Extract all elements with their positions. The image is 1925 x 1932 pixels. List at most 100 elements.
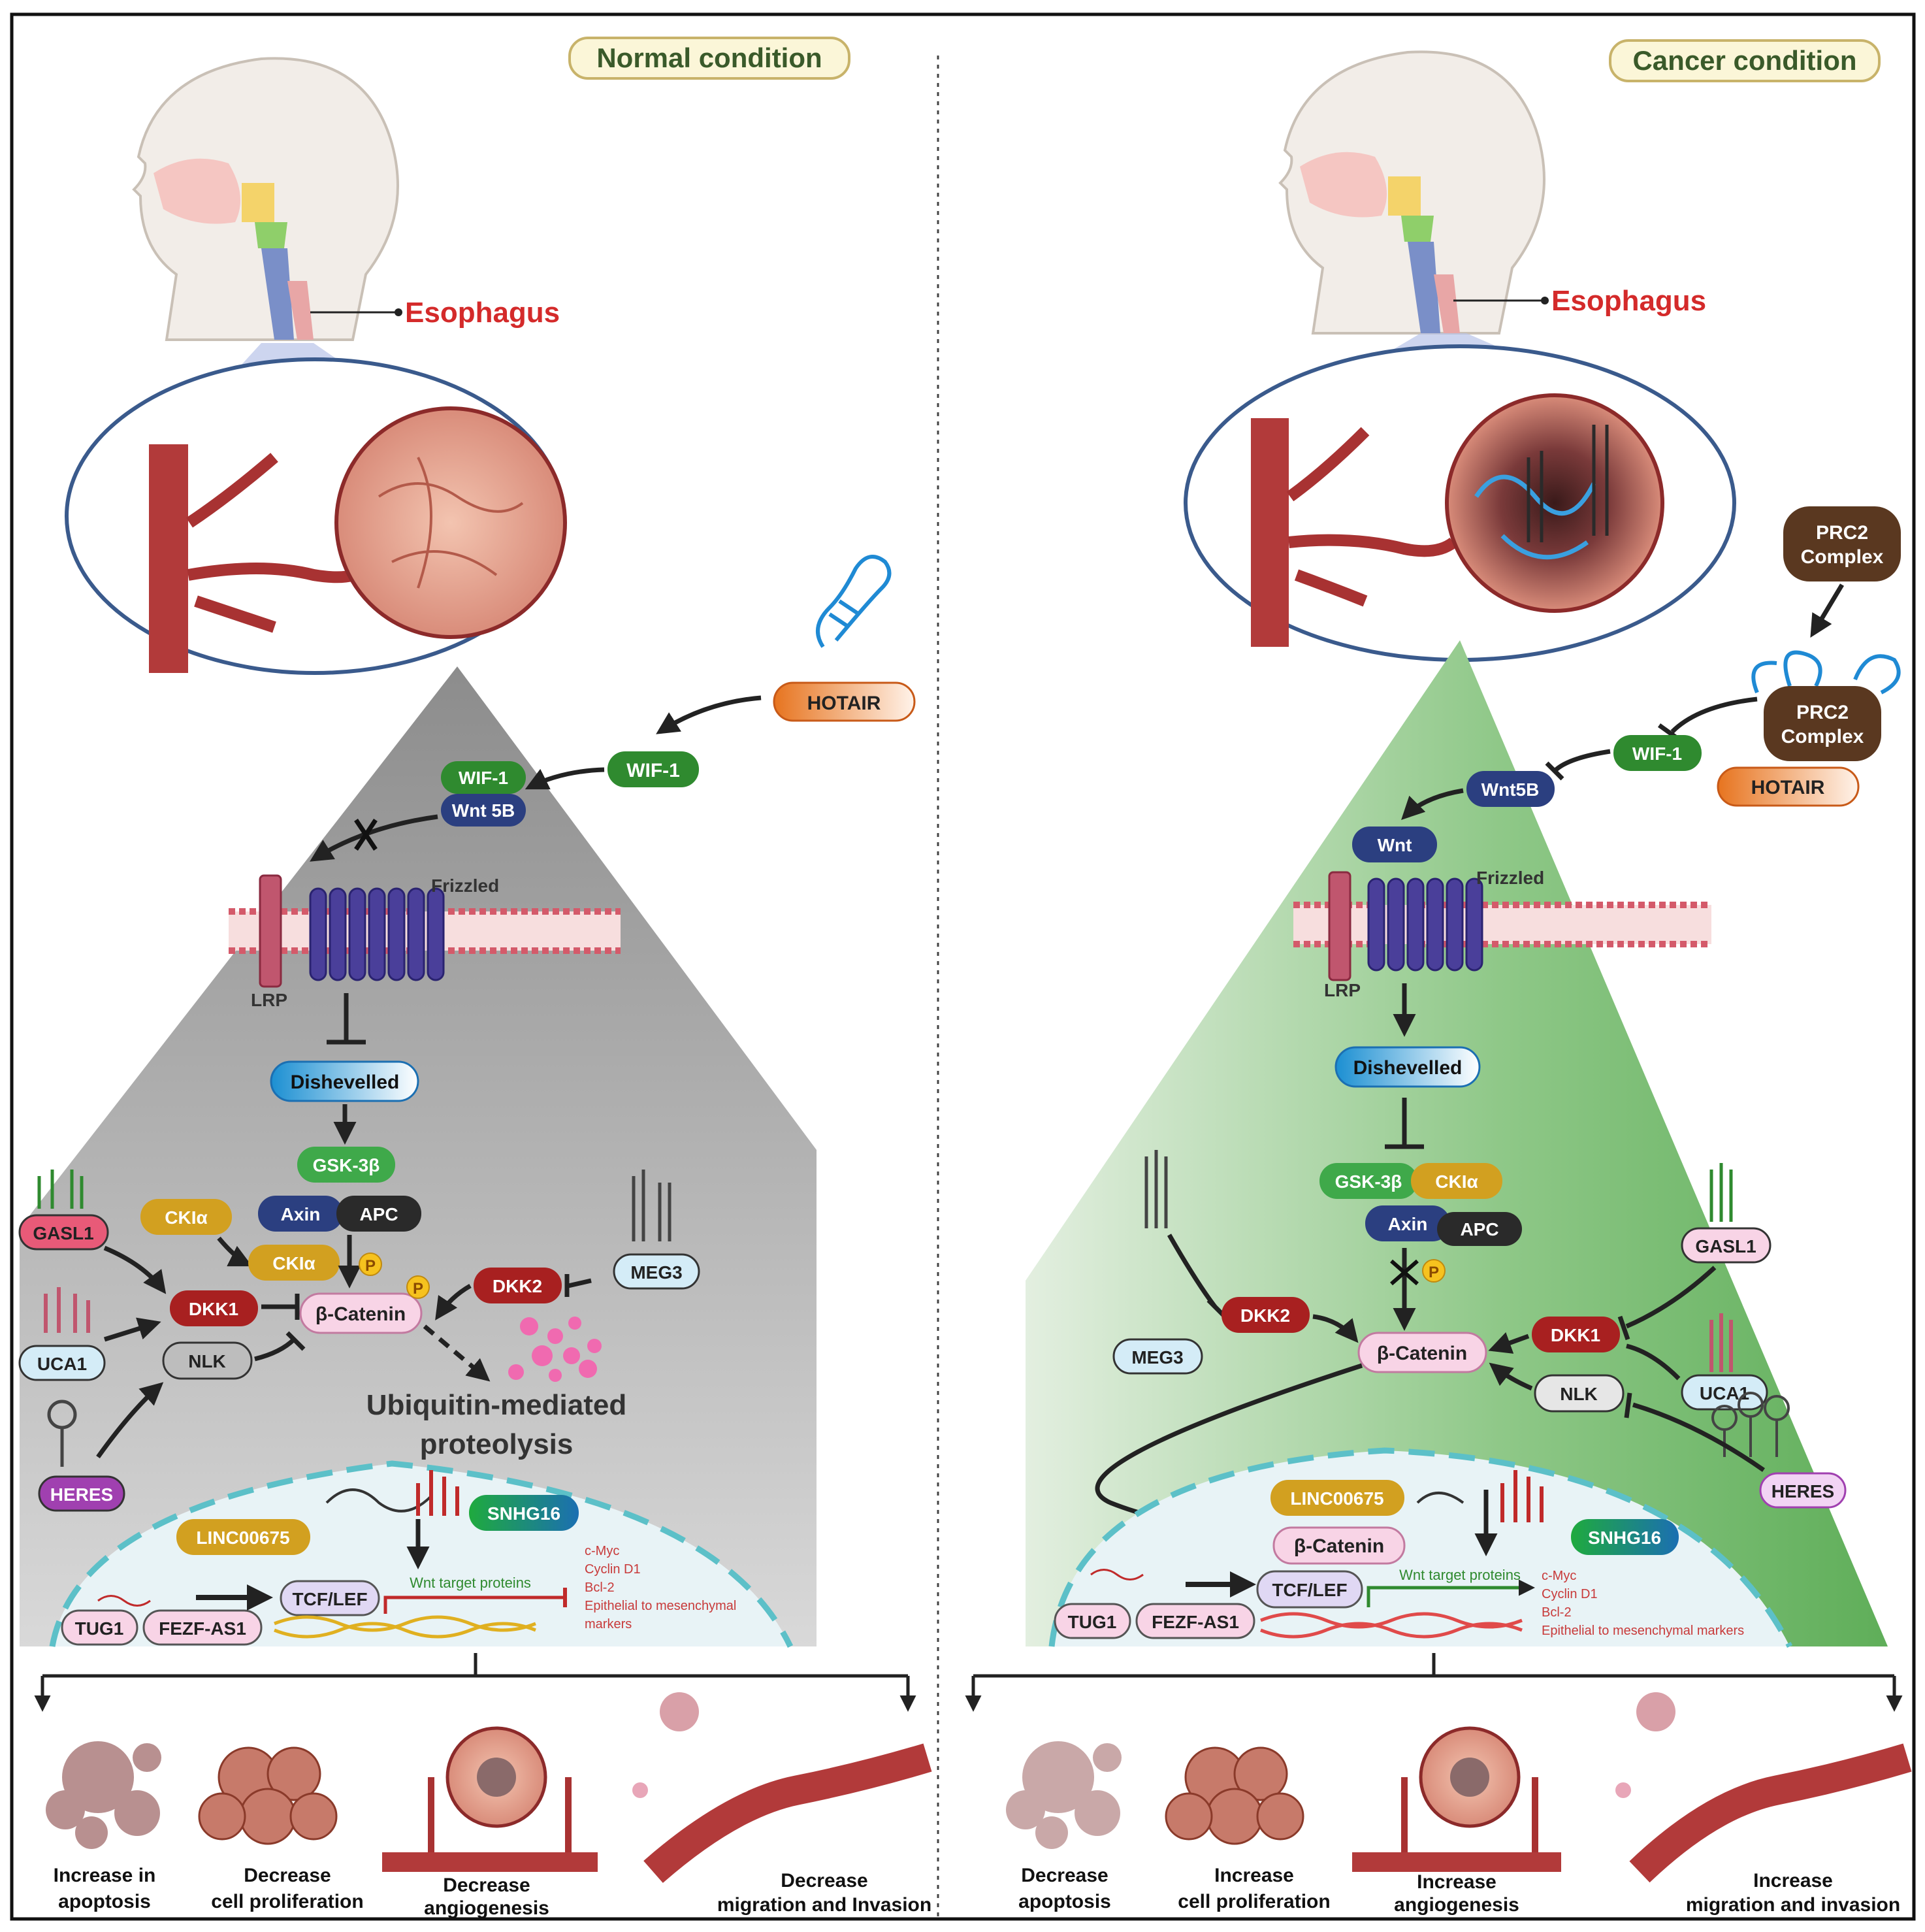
normal-transcription-line xyxy=(383,1596,565,1614)
normal-angiogenesis-icon xyxy=(382,1726,598,1872)
normal-heres-pill xyxy=(38,1475,125,1512)
cancer-outcome-4-line1: Increase xyxy=(1753,1870,1833,1891)
normal-dkk2-arrow xyxy=(435,1283,472,1320)
normal-snhg16-label: SNHG16 xyxy=(487,1503,560,1524)
cancer-gasl1-inhibit xyxy=(1625,1266,1717,1329)
cancer-meg3-label: MEG3 xyxy=(1131,1347,1183,1367)
cancer-outcome-4-line2: migration and invasion xyxy=(1686,1894,1900,1916)
cancer-dkk1-arrow xyxy=(1488,1332,1530,1354)
cancer-panel: Cancer condition Esophagus PRC2 Complex … xyxy=(965,39,1912,1916)
cancer-apc-pill xyxy=(1437,1212,1522,1246)
cancer-dna-helix xyxy=(1260,1612,1523,1639)
normal-tug1-label: TUG1 xyxy=(75,1618,124,1639)
cancer-prc2-bound-line1: PRC2 xyxy=(1796,702,1849,723)
normal-outcome-3-line2: angiogenesis xyxy=(424,1897,549,1919)
normal-proteolysis-label-1: Ubiquitin-mediated xyxy=(366,1389,626,1421)
normal-degradation-arrow xyxy=(423,1324,491,1382)
cancer-gasl1-rna-icon xyxy=(1709,1163,1733,1222)
cancer-hotair-rna-icon xyxy=(1751,650,1901,695)
normal-tissue-texture xyxy=(378,457,524,589)
cancer-wif1-label: WIF-1 xyxy=(1632,744,1682,764)
normal-wnt5b-pill xyxy=(441,794,526,827)
normal-degraded-fragments xyxy=(508,1317,602,1382)
normal-ck1a-pill xyxy=(248,1245,340,1281)
cancer-angiogenesis-icon xyxy=(1352,1726,1561,1872)
normal-snhg16-pill xyxy=(469,1495,579,1531)
normal-hotair-arrow xyxy=(656,695,762,734)
cancer-migration-icon xyxy=(1615,1692,1912,1883)
cancer-beta-catenin-label: β-Catenin xyxy=(1377,1343,1467,1364)
normal-target-markers: markers xyxy=(585,1617,632,1631)
normal-panel: Normal condition Esophagus HOTAIR WIF-1 xyxy=(18,37,932,1919)
cancer-gasl1-inhibit-bar xyxy=(1617,1315,1630,1341)
cancer-apoptosis-icon xyxy=(1006,1741,1122,1849)
cancer-dishevelled-label: Dishevelled xyxy=(1353,1057,1463,1079)
normal-linc00675-label: LINC00675 xyxy=(196,1528,289,1548)
normal-lrp-receptor xyxy=(259,874,282,988)
cancer-heres-inhibit-bar xyxy=(1624,1392,1632,1418)
normal-proliferation-icon xyxy=(198,1746,338,1845)
cancer-title: Cancer condition xyxy=(1632,45,1856,76)
normal-meg3-pill xyxy=(613,1253,700,1290)
normal-meg3-label: MEG3 xyxy=(630,1262,682,1283)
normal-apoptosis-icon xyxy=(46,1741,161,1849)
normal-gasl1-label: GASL1 xyxy=(33,1223,93,1243)
cancer-title-box xyxy=(1609,39,1881,82)
normal-wif1-bound-label: WIF-1 xyxy=(459,768,508,788)
normal-gasl1-pill xyxy=(18,1214,109,1251)
cancer-tumor-rna-hairpins xyxy=(1527,425,1609,542)
normal-nlk-inhibit xyxy=(254,1337,296,1362)
cancer-prc2-bound-line2: Complex xyxy=(1781,726,1864,747)
cancer-target-proteins-label: Wnt target proteins xyxy=(1399,1567,1521,1583)
cancer-snhg16-rna-icon xyxy=(1500,1470,1544,1522)
cancer-linc00675-pill xyxy=(1270,1480,1404,1516)
normal-frizzled-receptor xyxy=(309,887,445,981)
cancer-hotair-label: HOTAIR xyxy=(1751,777,1825,798)
cancer-blood-vessel xyxy=(1251,418,1289,647)
cancer-heres-pill xyxy=(1759,1472,1847,1509)
normal-outcome-3-line1: Decrease xyxy=(443,1875,530,1896)
cancer-cell-membrane xyxy=(1293,902,1711,947)
normal-wif1-bound-pill xyxy=(441,761,526,794)
cancer-nlk-label: NLK xyxy=(1560,1384,1598,1404)
normal-block-cross xyxy=(354,819,378,851)
normal-ck1a-free-pill xyxy=(140,1199,232,1235)
cancer-target-bcl2: Bcl-2 xyxy=(1542,1605,1572,1620)
cancer-meg3-pill xyxy=(1112,1338,1203,1375)
cancer-prc2-free-line2: Complex xyxy=(1801,546,1884,568)
cancer-nlk-pill xyxy=(1534,1374,1625,1413)
cancer-frizzled-label: Frizzled xyxy=(1476,868,1544,888)
cancer-gasl1-pill xyxy=(1681,1227,1771,1264)
cancer-prc2-free-line1: PRC2 xyxy=(1816,522,1868,544)
cancer-tcf-lef-label: TCF/LEF xyxy=(1272,1580,1347,1600)
cancer-target-emt: Epithelial to mesenchymal markers xyxy=(1542,1624,1744,1638)
normal-gsk3b-label: GSK-3β xyxy=(313,1155,380,1175)
normal-wnt5b-blocked-arrow xyxy=(310,814,438,862)
cancer-snhg16-label: SNHG16 xyxy=(1588,1528,1661,1548)
normal-wif1-arrow xyxy=(525,767,605,790)
normal-tug1-rna-icon xyxy=(97,1595,151,1607)
cancer-phospho xyxy=(1422,1259,1446,1283)
cancer-linc00675-label: LINC00675 xyxy=(1290,1488,1383,1509)
cancer-outcome-3-line2: angiogenesis xyxy=(1394,1894,1519,1916)
normal-gasl1-rna-icon xyxy=(37,1170,84,1209)
cancer-pathway-triangle xyxy=(1026,640,1888,1646)
normal-target-emt: Epithelial to mesenchymal xyxy=(585,1599,736,1613)
normal-outcome-1-line1: Increase in xyxy=(54,1865,156,1886)
normal-linc00675-rna-icon xyxy=(325,1488,432,1513)
normal-dkk2-label: DKK2 xyxy=(493,1276,542,1296)
cancer-uca1-inhibit xyxy=(1626,1343,1681,1381)
cancer-prc2-free xyxy=(1783,506,1901,581)
cancer-axin-pill xyxy=(1365,1205,1450,1241)
normal-title: Normal condition xyxy=(596,42,822,73)
normal-nlk-inhibit-bar xyxy=(285,1331,306,1351)
normal-tug1-pill xyxy=(61,1609,138,1646)
cancer-uca1-rna-icon xyxy=(1709,1313,1733,1372)
cancer-outcome-2-line2: cell proliferation xyxy=(1178,1891,1330,1912)
cancer-dkk2-pill xyxy=(1221,1297,1310,1333)
cancer-dkk2-label: DKK2 xyxy=(1240,1305,1290,1326)
cancer-tug1-pill xyxy=(1054,1603,1131,1639)
normal-tissue-mass xyxy=(334,406,567,639)
cancer-hotair-inhibit xyxy=(1670,696,1758,734)
normal-heres-label: HERES xyxy=(50,1484,113,1505)
